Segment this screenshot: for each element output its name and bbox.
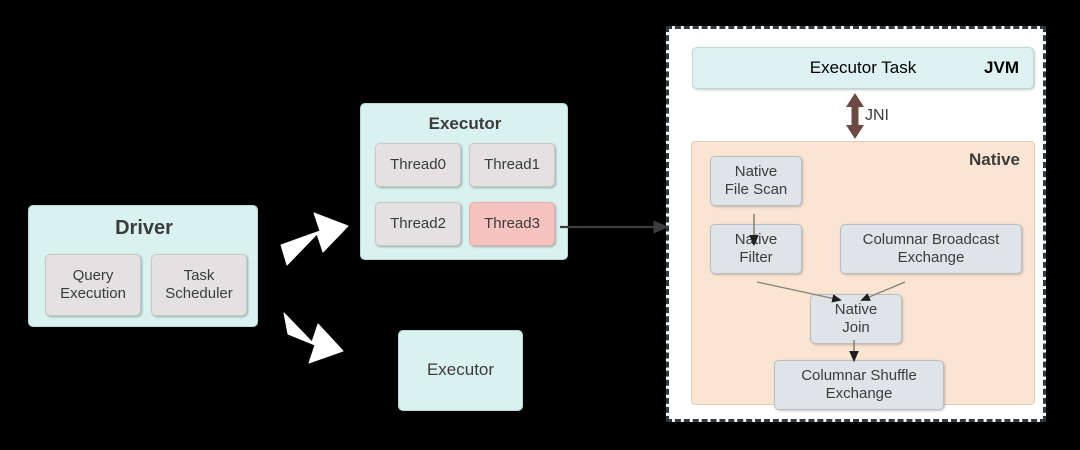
jvm-native-panel: Executor Task JVM JNI Native Native File…: [666, 26, 1046, 422]
native-region-label: Native: [968, 150, 1020, 169]
block-arrow-driver-to-executor-secondary: [283, 312, 344, 364]
block-arrow-driver-to-executor-primary: [280, 212, 349, 266]
driver-component-task-scheduler[interactable]: Task Scheduler: [151, 254, 247, 316]
driver-title: Driver: [115, 217, 173, 239]
executor-primary-box[interactable]: Executor Thread0 Thread1 Thread2 Thread3: [360, 103, 568, 260]
driver-box[interactable]: Driver Query Execution Task Scheduler: [28, 205, 258, 327]
native-region: Native Native File Scan Native Filter Co…: [691, 141, 1035, 410]
thread-box-thread1[interactable]: Thread1: [469, 143, 555, 187]
executor-primary-title: Executor: [428, 113, 502, 133]
operator-native-file-scan[interactable]: Native File Scan: [710, 156, 802, 206]
thread-box-thread2[interactable]: Thread2: [375, 202, 461, 246]
executor-task-label: Executor Task: [809, 58, 917, 77]
operator-native-join[interactable]: Native Join: [810, 294, 902, 344]
driver-component-query-execution[interactable]: Query Execution: [45, 254, 141, 316]
thread-box-thread0[interactable]: Thread0: [375, 143, 461, 187]
operator-columnar-shuffle-exchange[interactable]: Columnar Shuffle Exchange: [774, 360, 944, 410]
jni-label: JNI: [865, 107, 889, 124]
thread-box-thread3[interactable]: Thread3: [469, 202, 555, 246]
operator-columnar-broadcast-exchange[interactable]: Columnar Broadcast Exchange: [840, 224, 1022, 274]
jvm-label: JVM: [984, 58, 1019, 77]
executor-task-bar[interactable]: Executor Task JVM: [692, 47, 1034, 89]
operator-native-filter[interactable]: Native Filter: [710, 224, 802, 274]
executor-secondary-box[interactable]: Executor: [398, 330, 523, 411]
